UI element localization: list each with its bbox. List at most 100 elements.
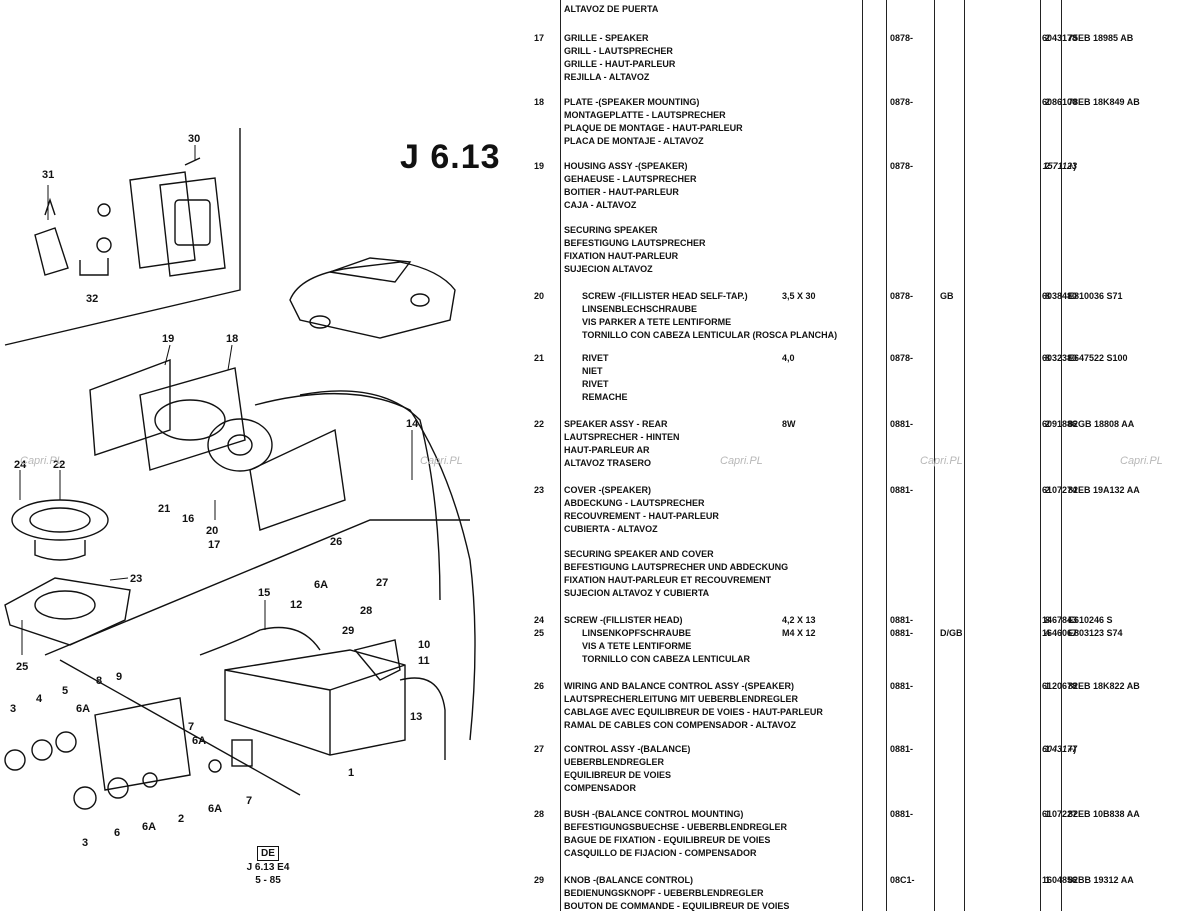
footer-code: J 6.13 E4 (246, 862, 290, 873)
rear-speaker-22 (11, 499, 109, 541)
from-date: 0878- (890, 353, 914, 363)
callout-23: 23 (130, 573, 142, 585)
quantity: 1 (1045, 875, 1051, 885)
part-number: 6107227 (1041, 809, 1077, 819)
from-date: 0878- (890, 97, 914, 107)
from-date: 0881- (890, 615, 914, 625)
callout-6A-a: 6A (314, 579, 328, 591)
part-number: 1467843 (1041, 615, 1077, 625)
cassette-item-30a (129, 171, 196, 269)
quantity: 2 (1045, 161, 1051, 171)
from-date: 0881- (890, 681, 914, 691)
description-line: SCREW -(FILLISTER HEAD SELF-TAP.) (582, 291, 748, 301)
engineering-number: +) (1068, 744, 1077, 754)
callout-8: 8 (96, 675, 102, 687)
column-rule (934, 0, 935, 911)
from-date: 0881- (890, 744, 914, 754)
quantity: 2 (1045, 97, 1051, 107)
callout-6A-d: 6A (142, 821, 156, 833)
callout-6: 6 (114, 827, 120, 839)
description-line: TORNILLO CON CABEZA LENTICULAR (ROSCA PL… (582, 330, 838, 340)
part-number: 6032380 (1041, 353, 1077, 363)
watermark: Capri.PL (20, 455, 63, 467)
watermark: Capri.PL (920, 455, 963, 467)
description-line: SUJECION ALTAVOZ Y CUBIERTA (564, 588, 710, 598)
callout-21: 21 (158, 503, 170, 515)
footer-date: 5 - 85 (255, 875, 281, 886)
description-line: SECURING SPEAKER (564, 225, 658, 235)
description-line: SCREW -(FILLISTER HEAD) (564, 615, 683, 625)
description-line: RECOUVREMENT - HAUT-PARLEUR (564, 511, 719, 521)
description: KNOB -(BALANCE CONTROL) BEDIENUNGSKNOPF -… (564, 874, 814, 913)
quantity: 8 (1045, 615, 1051, 625)
description-line: RAMAL DE CABLES CON COMPENSADOR - ALTAVO… (564, 720, 796, 730)
ref-number: 18 (534, 97, 545, 107)
description-line: GRILLE - SPEAKER (564, 33, 649, 43)
quantity: 8 (1045, 353, 1051, 363)
spec: 3,5 X 30 (782, 291, 816, 301)
callout-25: 25 (16, 661, 28, 673)
description-line: HAUT-PARLEUR AR (564, 445, 650, 455)
callout-4: 4 (36, 693, 43, 705)
ref-number: 23 (534, 485, 545, 495)
ref-number: 20 (534, 291, 545, 301)
callout-1: 1 (348, 767, 354, 779)
cover-23 (4, 577, 131, 646)
description-line: COVER -(SPEAKER) (564, 485, 652, 495)
description-line: UEBERBLENDREGLER (564, 757, 665, 767)
engineering-number: 82BB 19312 AA (1068, 875, 1134, 885)
spec: M4 X 12 (782, 628, 816, 638)
description-line: RIVET (582, 379, 609, 389)
description-line: VIS A TETE LENTIFORME (582, 641, 692, 651)
from-date: 08C1- (890, 875, 915, 885)
column-rule (1061, 0, 1062, 911)
spec: 8W (782, 419, 796, 429)
ref-number: 22 (534, 419, 545, 429)
from-date: 0881- (890, 419, 914, 429)
column-rule (560, 0, 561, 911)
part-number: 6086100 (1041, 97, 1077, 107)
quantity: 2 (1045, 485, 1051, 495)
ref-number: 21 (534, 353, 545, 363)
callout-3a: 3 (10, 703, 16, 715)
callout-2: 2 (178, 813, 184, 825)
description: PLATE -(SPEAKER MOUNTING)MONTAGEPLATTE -… (564, 96, 814, 148)
callout-22: 22 (53, 459, 65, 471)
description-line: EQUILIBREUR DE VOIES (564, 770, 672, 780)
callout-19: 19 (162, 333, 174, 345)
callout-6A-b: 6A (76, 703, 90, 715)
description-line: LINSENBLECHSCHRAUBE (582, 304, 698, 314)
description-line: SPEAKER ASSY - REAR (564, 419, 668, 429)
car-outline (289, 261, 456, 339)
version: GB (940, 291, 954, 301)
description-line: FIXATION HAUT-PARLEUR ET RECOUVREMENT (564, 575, 772, 585)
description-line: KNOB -(BALANCE CONTROL) (564, 875, 693, 885)
description-line: GRILL - LAUTSPRECHER (564, 46, 673, 56)
part-number: 6120678 (1041, 681, 1077, 691)
callout-26: 26 (330, 536, 342, 548)
description: BUSH -(BALANCE CONTROL MOUNTING)BEFESTIG… (564, 808, 814, 860)
from-date: 0881- (890, 628, 914, 638)
part-number: 6107274 (1041, 485, 1077, 495)
part-number: 1571123 (1042, 161, 1077, 171)
watermark: Capri.PL (420, 455, 463, 467)
callout-14: 14 (406, 418, 419, 430)
description-line: HOUSING ASSY -(SPEAKER) (564, 161, 688, 171)
description-line: BUSH -(BALANCE CONTROL MOUNTING) (564, 809, 744, 819)
speaker-cone (207, 418, 273, 472)
description-line: RIVET (582, 353, 609, 363)
description-line: CABLAGE AVEC EQUILIBREUR DE VOIES - HAUT… (564, 707, 823, 717)
description-line: BAGUE DE FIXATION - EQUILIBREUR DE VOIES (564, 835, 771, 845)
grille-17 (249, 428, 346, 531)
engineering-number: E647522 S100 (1068, 353, 1128, 363)
callout-7a: 7 (188, 721, 194, 733)
speaker-housing-19 (89, 358, 171, 456)
part-number: 1604856 (1041, 875, 1077, 885)
description-line: BEDIENUNGSKNOPF - UEBERBLENDREGLER (564, 888, 764, 898)
exploded-parts-diagram: 30 31 32 19 18 14 24 22 21 16 20 17 23 2… (4, 128, 476, 849)
description: WIRING AND BALANCE CONTROL ASSY -(SPEAKE… (564, 680, 823, 732)
engineering-number: 82EB 10B838 AA (1068, 809, 1140, 819)
